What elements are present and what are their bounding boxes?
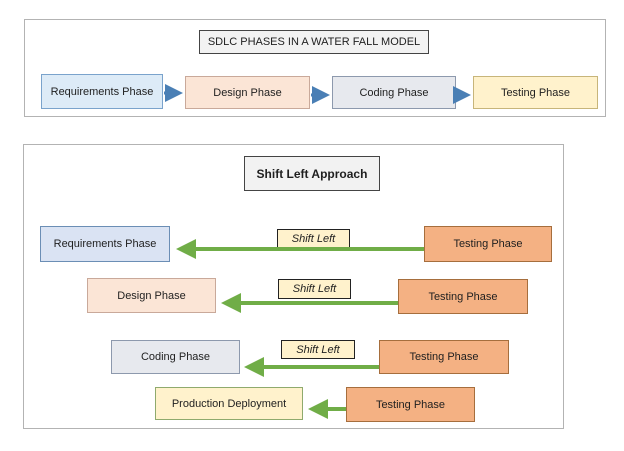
waterfall-design-phase: Design Phase [185,76,310,109]
shift-row-2-testing-phase: Testing Phase [398,279,528,314]
shift-row-4-testing-phase: Testing Phase [346,387,475,422]
shift-row-3-testing-phase: Testing Phase [379,340,509,374]
shift-row-3-shift-left-label: Shift Left [281,340,355,359]
shift-row-4-production-deployment: Production Deployment [155,387,303,420]
shift-row-1-testing-phase: Testing Phase [424,226,552,262]
waterfall-coding-phase: Coding Phase [332,76,456,109]
waterfall-testing-phase: Testing Phase [473,76,598,109]
shift-row-3-coding-phase: Coding Phase [111,340,240,374]
shift-row-2-design-phase: Design Phase [87,278,216,313]
shift-row-1-requirements-phase: Requirements Phase [40,226,170,262]
shift-row-1-shift-left-label: Shift Left [277,229,350,249]
shift-row-2-shift-left-label: Shift Left [278,279,351,299]
waterfall-requirements-phase: Requirements Phase [41,74,163,109]
waterfall-title: SDLC PHASES IN A WATER FALL MODEL [199,30,429,54]
shift-left-title: Shift Left Approach [244,156,380,191]
